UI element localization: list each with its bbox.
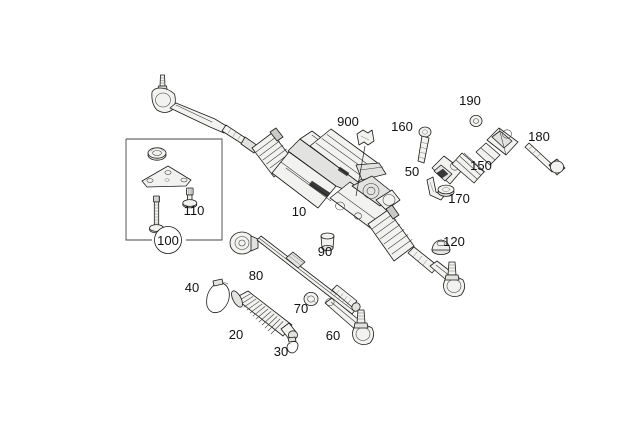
pinion-housing xyxy=(351,175,401,211)
part-180-bolt xyxy=(524,142,566,176)
callout-100-circle xyxy=(154,226,182,254)
callout-170-nut: 170 xyxy=(448,191,470,206)
callout-90-cap: 90 xyxy=(318,244,332,259)
callout-labels: 10 20 30 40 50 60 70 80 90 120 150 160 1… xyxy=(157,93,550,359)
shaft-flex-coupling xyxy=(451,152,486,184)
part-80-inner-tie-rod xyxy=(229,231,361,315)
callout-30-boot-clamp-small: 30 xyxy=(274,344,288,359)
part-20-bellows-boot xyxy=(231,290,298,340)
callout-110-bolt: 110 xyxy=(184,203,205,218)
part-190-washer xyxy=(469,115,483,128)
right-tie-rod-assembly xyxy=(407,246,465,297)
part-170-nut xyxy=(437,184,455,197)
part-70-nut xyxy=(303,291,319,306)
callout-80-inner-tie-rod: 80 xyxy=(249,268,263,283)
inset-border-right xyxy=(126,138,223,241)
callout-190-washer: 190 xyxy=(459,93,481,108)
callout-100-label: 100 xyxy=(157,233,179,248)
part-900-connector xyxy=(355,129,375,197)
triangular-bracket-plate-part xyxy=(141,165,192,188)
callout-160-bolt: 160 xyxy=(391,119,413,134)
callout-150-steering-shaft: 150 xyxy=(470,158,492,173)
steering-gear-rack-assembly-part xyxy=(251,127,415,262)
part-30-boot-clamp xyxy=(286,336,299,354)
callout-900-connector: 900 xyxy=(337,114,359,129)
short-flange-bolt-part xyxy=(182,187,198,209)
part-120-nut xyxy=(431,239,451,255)
callout-50-bracket-clip: 50 xyxy=(405,164,419,179)
callout-10-steering-gear: 10 xyxy=(292,204,306,219)
callout-180-bolt: 180 xyxy=(528,129,550,144)
callout-40-clamp-ring: 40 xyxy=(185,280,199,295)
upper-left-tie-rod-assembly xyxy=(151,74,259,154)
part-40-clamp-ring xyxy=(206,278,230,314)
inset-border-left xyxy=(125,139,152,241)
part-90-cap xyxy=(320,232,335,251)
hex-nut-part xyxy=(147,147,167,161)
threaded-end-80 xyxy=(330,284,358,308)
callout-70-nut: 70 xyxy=(294,301,308,316)
part-60-tie-rod-end xyxy=(324,297,374,345)
callout-20-bellows-boot: 20 xyxy=(229,327,243,342)
callout-120-nut: 120 xyxy=(443,234,465,249)
part-160-bolt xyxy=(417,126,432,164)
right-bellows-boot xyxy=(367,209,415,262)
callout-60-tie-rod-end: 60 xyxy=(326,328,340,343)
part-150-steering-shaft xyxy=(431,127,519,185)
mounting-hardware-inset xyxy=(125,138,223,254)
long-flange-bolt-part xyxy=(149,195,164,234)
